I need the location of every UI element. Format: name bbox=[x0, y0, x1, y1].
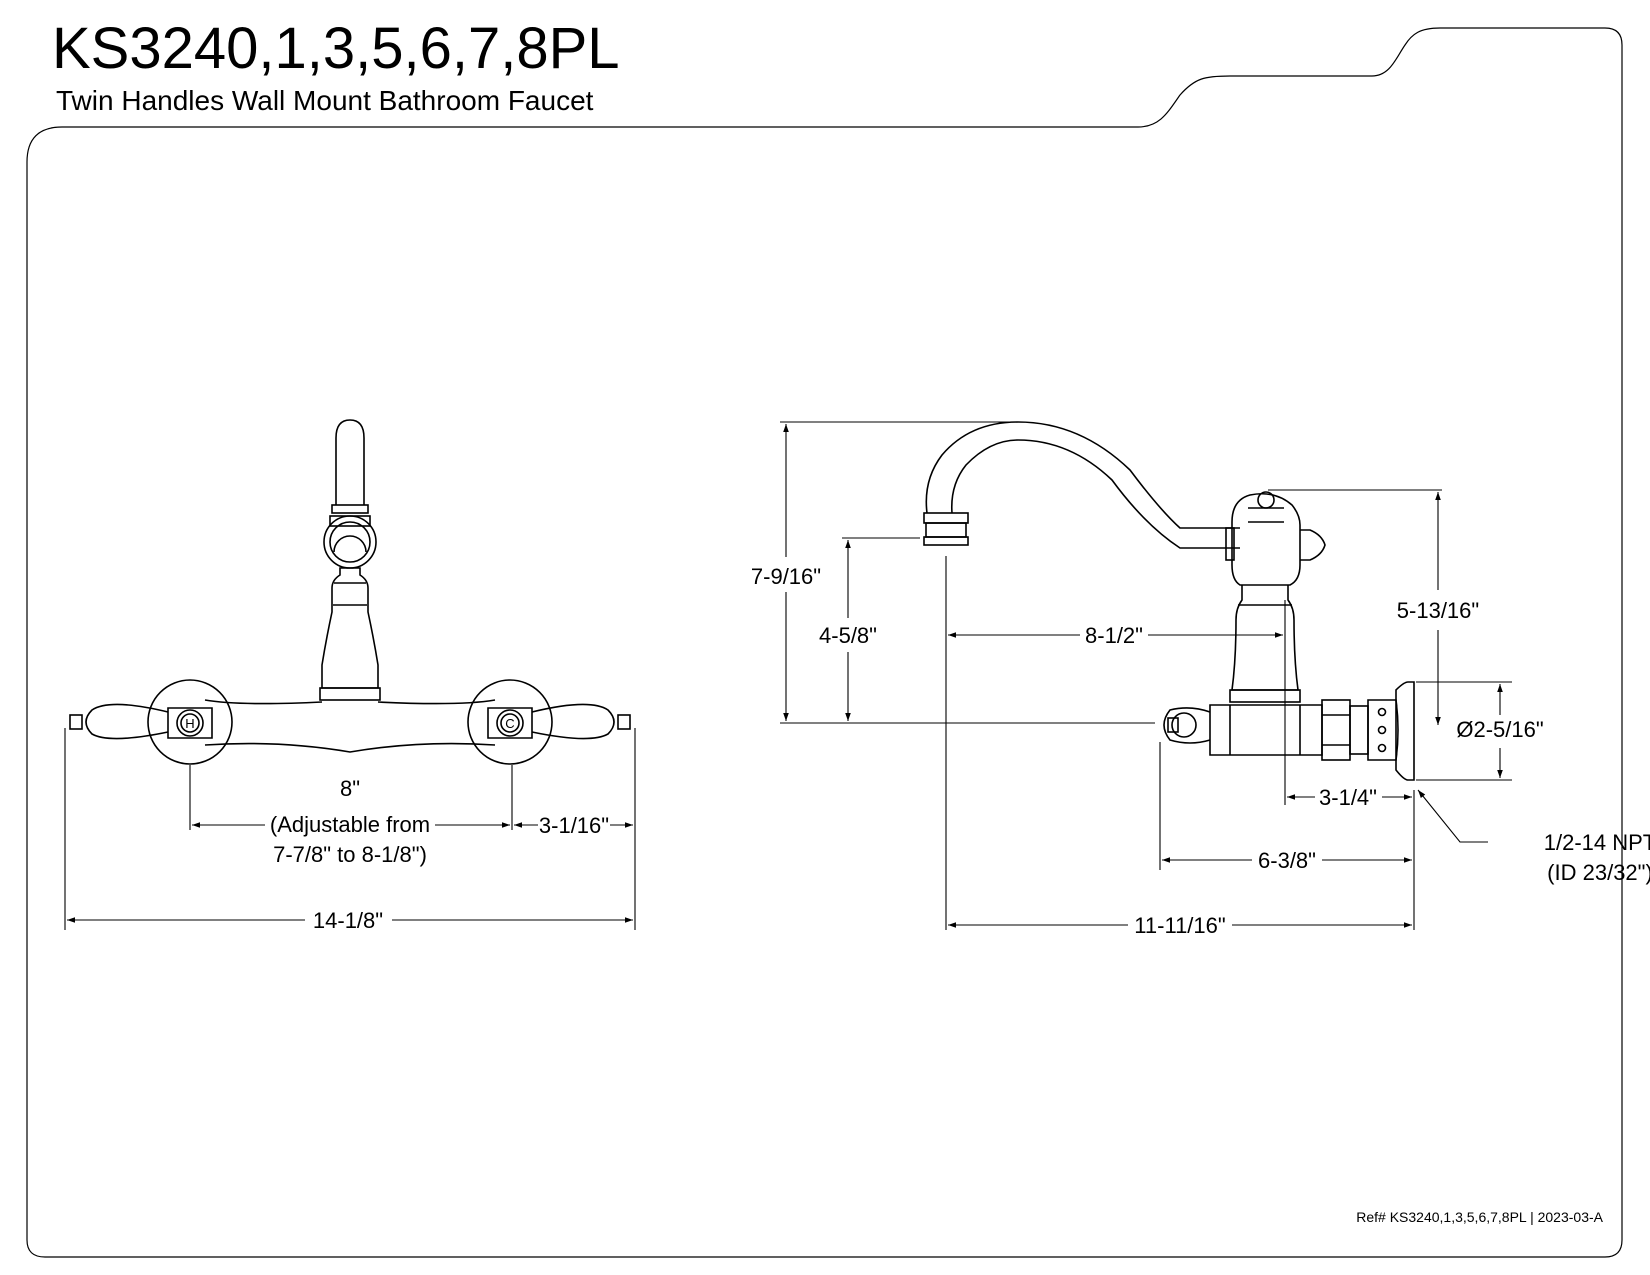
dim-overall-width: 14-1/8" bbox=[313, 908, 383, 933]
cold-indicator-label: C bbox=[505, 716, 514, 731]
dim-side-offset: 3-1/16" bbox=[539, 813, 609, 838]
page-border bbox=[26, 27, 1623, 1258]
dim-center-spread: 8" bbox=[340, 776, 360, 801]
reference-footer: Ref# KS3240,1,3,5,6,7,8PL | 2023-03-A bbox=[1356, 1209, 1603, 1225]
dim-spout-height: 4-5/8" bbox=[819, 623, 877, 648]
dim-total-height: 7-9/16" bbox=[751, 564, 821, 589]
dim-overall-reach: 11-11/16" bbox=[1134, 913, 1225, 938]
dim-body-depth: 3-1/4" bbox=[1319, 785, 1377, 810]
dim-flange-diameter: Ø2-5/16" bbox=[1456, 717, 1543, 742]
dim-handle-reach: 6-3/8" bbox=[1258, 848, 1316, 873]
front-view-drawing: H C bbox=[69, 419, 631, 765]
dim-handle-height: 5-13/16" bbox=[1397, 598, 1479, 623]
dim-center-adjustable: (Adjustable from bbox=[270, 812, 430, 837]
dim-thread-id: (ID 23/32") bbox=[1547, 860, 1650, 885]
dim-spout-reach: 8-1/2" bbox=[1085, 623, 1143, 648]
front-view-dimensions bbox=[64, 728, 636, 930]
side-view-drawing bbox=[923, 421, 1415, 781]
dim-center-range: 7-7/8" to 8-1/8") bbox=[273, 842, 427, 867]
product-subtitle: Twin Handles Wall Mount Bathroom Faucet bbox=[56, 85, 594, 116]
hot-indicator-label: H bbox=[185, 716, 194, 731]
dim-thread-size: 1/2-14 NPT bbox=[1544, 830, 1650, 855]
side-view-dimensions bbox=[780, 421, 1512, 930]
model-number-title: KS3240,1,3,5,6,7,8PL bbox=[52, 16, 620, 81]
